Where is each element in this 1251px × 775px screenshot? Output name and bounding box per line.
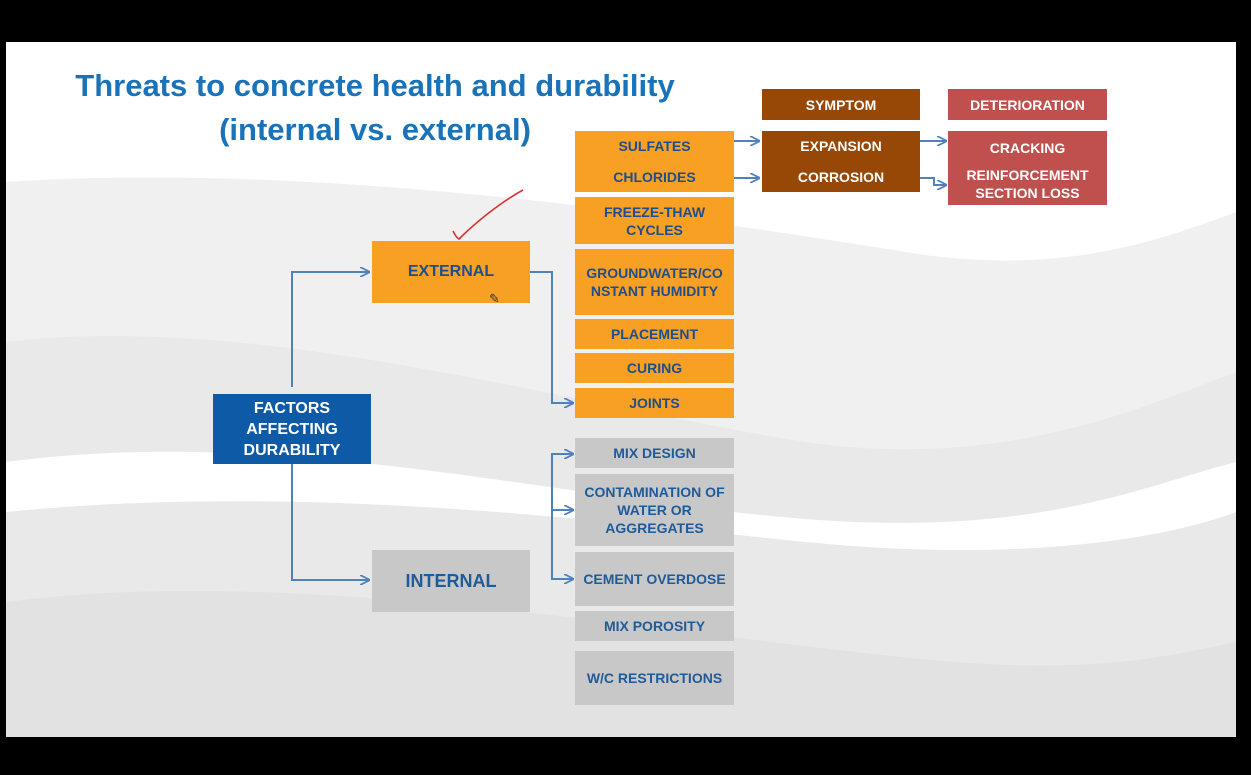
node-mix-porosity: MIX POROSITY [575, 611, 734, 641]
title-line-2: (internal vs. external) [219, 112, 531, 147]
slide: Threats to concrete health and durabilit… [6, 42, 1236, 737]
node-joints: JOINTS [575, 388, 734, 418]
deterioration-header: DETERIORATION [948, 89, 1107, 120]
symptom-nodes: EXPANSION CORROSION [762, 131, 920, 192]
node-chlorides: CHLORIDES [613, 168, 696, 185]
pen-cursor-icon: ✎ [489, 291, 500, 306]
node-contamination: CONTAMINATION OF WATER OR AGGREGATES [575, 474, 734, 546]
node-curing: CURING [575, 353, 734, 383]
node-cement-overdose: CEMENT OVERDOSE [575, 552, 734, 606]
slide-title: Threats to concrete health and durabilit… [6, 64, 744, 152]
node-cracking: CRACKING [989, 140, 1066, 156]
node-freeze-thaw: FREEZE-THAW CYCLES [575, 197, 734, 244]
node-corrosion: CORROSION [797, 168, 885, 185]
node-sulfates-chlorides: SULFATES CHLORIDES [575, 131, 734, 192]
node-internal: INTERNAL [372, 550, 530, 612]
title-line-1: Threats to concrete health and durabilit… [75, 68, 675, 103]
node-factors-affecting-durability: FACTORS AFFECTING DURABILITY [213, 394, 371, 464]
node-groundwater: GROUNDWATER/CONSTANT HUMIDITY [575, 249, 734, 315]
node-external: EXTERNAL [372, 241, 530, 303]
node-wc-restrictions: W/C RESTRICTIONS [575, 651, 734, 705]
node-placement: PLACEMENT [575, 319, 734, 349]
node-sulfates: SULFATES [618, 138, 691, 155]
node-mix-design: MIX DESIGN [575, 438, 734, 468]
node-expansion: EXPANSION [800, 138, 882, 155]
symptom-header: SYMPTOM [762, 89, 920, 120]
deterioration-nodes: CRACKING REINFORCEMENT SECTION LOSS [948, 131, 1107, 205]
node-reinforcement-loss: REINFORCEMENT SECTION LOSS [966, 167, 1089, 201]
